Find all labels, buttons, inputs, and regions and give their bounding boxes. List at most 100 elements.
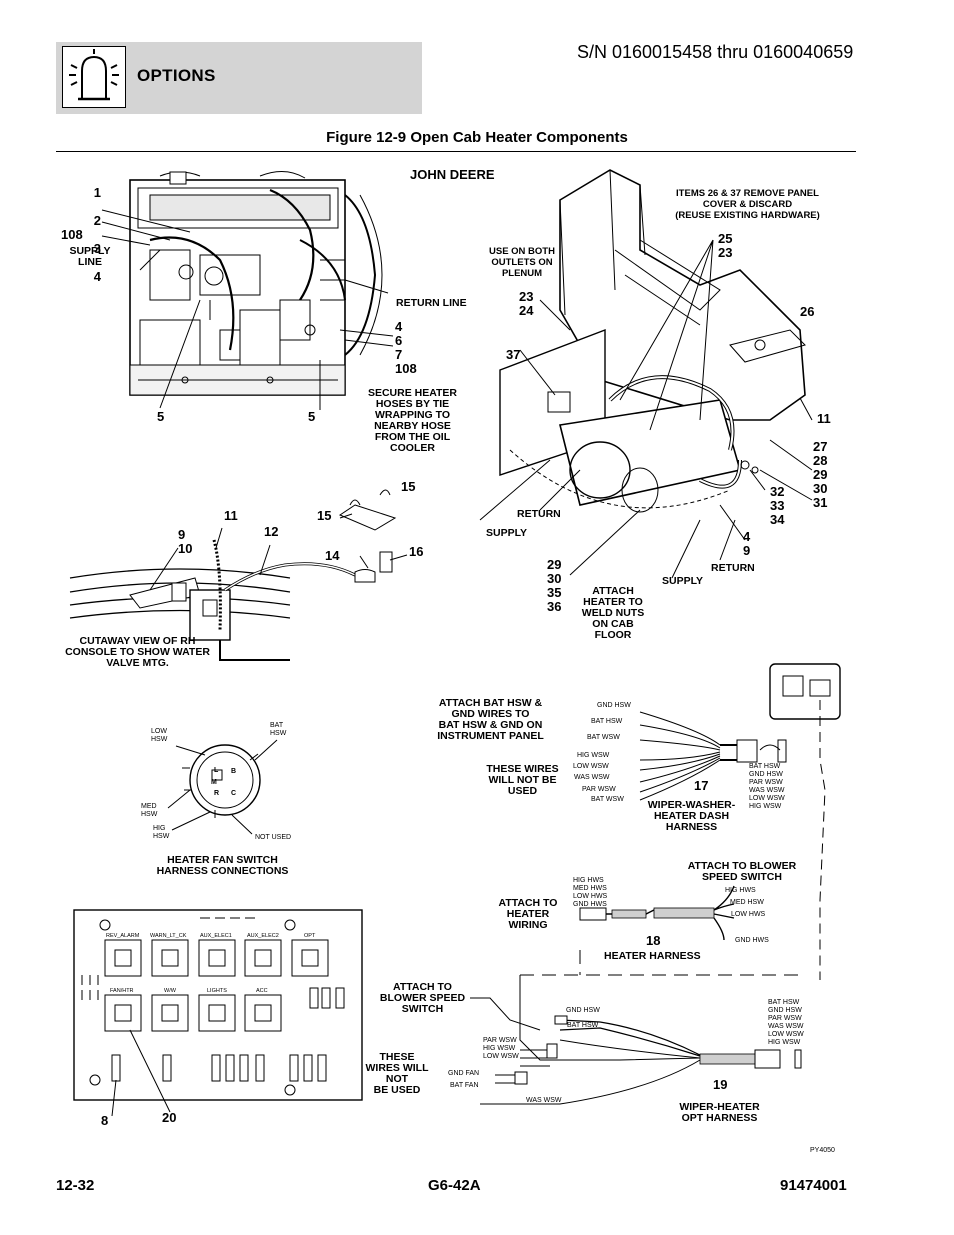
callout-1-2-3-4: 1 2 3 4 (85, 172, 101, 284)
callout-4: 4 (93, 269, 101, 284)
switch-terminal-r: R (214, 790, 220, 797)
heater-wire-low: LOW HWS (731, 911, 766, 918)
callout-27-31: 27 28 29 30 31 (813, 439, 828, 510)
heater-connector-wires: HIG HWS MED HWS LOW HWS GND HWS (573, 877, 608, 908)
switch-terminal-c: C (231, 790, 237, 797)
callout-11-left: 11 (224, 508, 238, 523)
opt-wire-par-hig-low: PAR WSW HIG WSW LOW WSW (483, 1037, 519, 1060)
return-label-a: RETURN (517, 508, 561, 520)
opt-wire-bat-fan: BAT FAN (450, 1082, 479, 1089)
opt-harness-caption: WIPER-HEATER OPT HARNESS (679, 1101, 760, 1124)
attach-blower-speed-note: ATTACH TO BLOWER SPEED SWITCH (379, 981, 466, 1015)
opt-wire-bat-hsw: BAT HSW (567, 1022, 599, 1029)
heater-harness-caption: HEATER HARNESS (604, 950, 701, 962)
callout-7: 7 (395, 347, 403, 362)
supply-line-label: SUPPLY LINE (69, 245, 111, 268)
relay-label-acc: ACC (256, 988, 268, 994)
callout-19: 19 (713, 1077, 728, 1092)
callout-29-36: 29 30 35 36 (547, 557, 562, 614)
dash-wire-hig-wsw: HIG WSW (577, 752, 610, 759)
switch-terminal-b: B (231, 768, 237, 775)
callout-4-9: 4 9 (743, 529, 751, 558)
relay-label-opt: OPT (304, 933, 316, 939)
engine-illustration (129, 171, 383, 396)
these-wires-will-not-note: THESE WIRES WILL NOT BE USED (365, 1051, 429, 1096)
relay-label-aux-elec1: AUX_ELEC1 (200, 933, 232, 939)
figure-id: PY4050 (810, 1147, 835, 1154)
callout-15-b: 15 (317, 508, 332, 523)
callout-17: 17 (694, 778, 709, 793)
switch-bat-hsw: BAT HSW (270, 722, 287, 737)
callout-11-right: 11 (817, 411, 831, 426)
switch-terminal-l: L (214, 767, 219, 774)
callout-8: 8 (101, 1113, 109, 1128)
return-label-b: RETURN (711, 562, 755, 574)
document-number: 91474001 (780, 1177, 847, 1194)
opt-wire-was-wsw: WAS WSW (526, 1097, 562, 1104)
attach-heater-wiring-note: ATTACH TO HEATER WIRING (498, 897, 558, 931)
switch-hig-hsw: HIG HSW (153, 825, 170, 840)
page-number: 12-32 (56, 1177, 95, 1194)
dash-wire-par-wsw: PAR WSW (582, 786, 616, 793)
dash-wire-bat-wsw: BAT WSW (587, 734, 620, 741)
these-wires-note: THESE WIRES WILL NOT BE USED (486, 763, 559, 797)
callout-12: 12 (264, 524, 279, 539)
dash-wire-low-wsw: LOW WSW (573, 763, 609, 770)
switch-terminal-m: M (211, 779, 217, 786)
callout-32-34: 32 33 34 (770, 484, 785, 527)
dash-wire-was-wsw: WAS WSW (574, 774, 610, 781)
callout-14: 14 (325, 548, 340, 563)
callout-16: 16 (409, 544, 424, 559)
relay-label-lights: LIGHTS (207, 988, 227, 994)
light-bulb-icon (62, 46, 126, 108)
fan-switch-illustration (182, 744, 261, 818)
relay-label-aux-elec2: AUX_ELEC2 (247, 933, 279, 939)
callout-5-right: 5 (308, 409, 316, 424)
heater-wire-hig: HIG HWS (725, 887, 756, 894)
attach-bat-note: ATTACH BAT HSW & GND WIRES TO BAT HSW & … (437, 697, 544, 742)
supply-label-a: SUPPLY (486, 527, 528, 539)
use-on-both-note: USE ON BOTH OUTLETS ON PLENUM (489, 246, 555, 279)
callout-mid-108: 108 (395, 361, 417, 376)
callout-37: 37 (506, 347, 521, 362)
attach-heater-note: ATTACH HEATER TO WELD NUTS ON CAB FLOOR (581, 585, 645, 641)
callout-108: 108 (61, 227, 83, 242)
dash-connector-wires: BAT HSW GND HSW PAR WSW WAS WSW LOW WSW … (749, 763, 785, 810)
section-title: OPTIONS (137, 66, 216, 85)
cutaway-console-illustration (69, 489, 397, 661)
dash-wire-gnd-hsw: GND HSW (597, 702, 631, 709)
callout-25-23: 25 23 (718, 231, 733, 260)
callout-4-6-7-108: 4 6 7 108 (395, 320, 417, 376)
opt-connector-wires: BAT HSW GND HSW PAR WSW WAS WSW LOW WSW … (768, 999, 804, 1046)
model-number: G6-42A (428, 1177, 481, 1194)
callout-2: 2 (93, 213, 101, 228)
relay-label-rev-alarm: REV_ALARM (106, 933, 140, 939)
fan-switch-caption: HEATER FAN SWITCH HARNESS CONNECTIONS (156, 854, 289, 877)
attach-blower-note: ATTACH TO BLOWER SPEED SWITCH (687, 860, 797, 883)
switch-low-hsw: LOW HSW (151, 728, 168, 743)
opt-wire-gnd-hsw: GND HSW (566, 1007, 600, 1014)
supply-label-b: SUPPLY (662, 575, 704, 587)
header-rule (56, 151, 856, 152)
dash-wire-bat-wsw-2: BAT WSW (591, 796, 624, 803)
callout-26: 26 (800, 304, 815, 319)
relay-label-fan-htr: FAN/HTR (110, 988, 134, 994)
relay-label-ww: W/W (164, 988, 176, 994)
heater-wire-med: MED HSW (730, 899, 764, 906)
figure-title: Figure 12-9 Open Cab Heater Components (326, 129, 628, 146)
callout-23-24: 23 24 (519, 289, 534, 318)
dash-wire-bat-hsw: BAT HSW (591, 718, 623, 725)
callout-5-left: 5 (157, 409, 165, 424)
items-remove-note: ITEMS 26 & 37 REMOVE PANEL COVER & DISCA… (675, 188, 820, 221)
john-deere-label: JOHN DEERE (410, 167, 495, 182)
callout-1: 1 (93, 185, 101, 200)
callout-6: 6 (395, 333, 403, 348)
secure-hoses-note: SECURE HEATER HOSES BY TIE WRAPPING TO N… (367, 387, 458, 454)
serial-range: S/N 0160015458 thru 0160040659 (577, 42, 854, 62)
relay-label-warn-lt-ck: WARN_LT_CK (150, 933, 187, 939)
heater-wire-gnd: GND HWS (735, 937, 769, 944)
callout-15-a: 15 (401, 479, 416, 494)
opt-wire-gnd-fan: GND FAN (448, 1070, 480, 1077)
callout-20: 20 (162, 1110, 177, 1125)
